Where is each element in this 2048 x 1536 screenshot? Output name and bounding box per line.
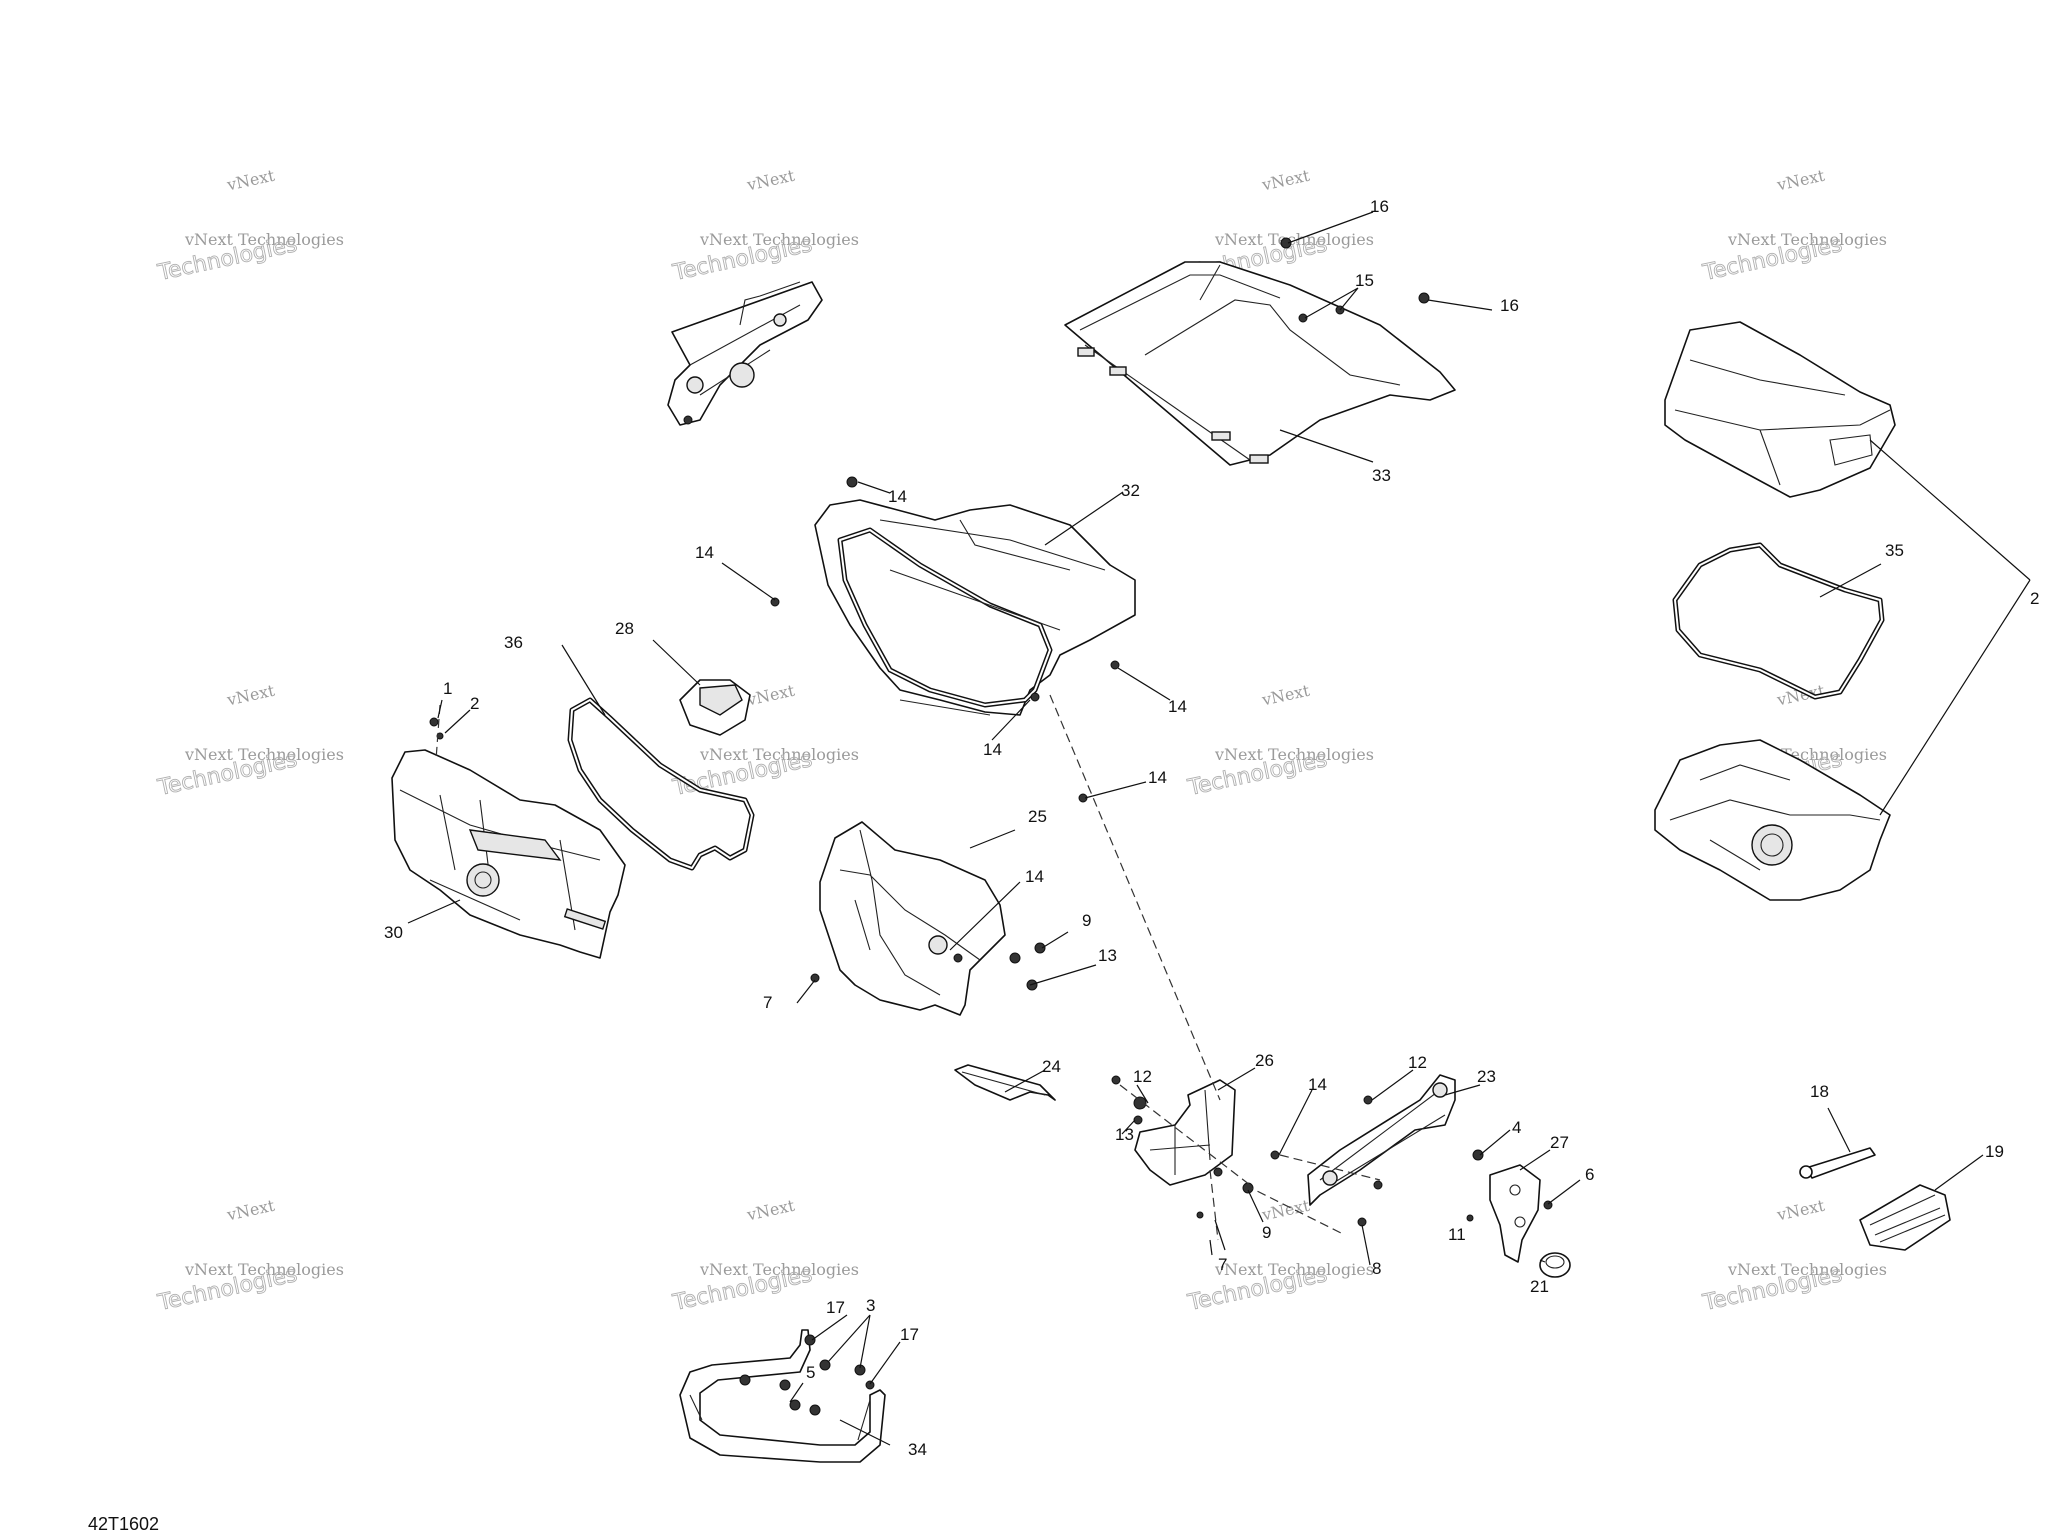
small-box-part-28 — [679, 679, 751, 736]
callout-17: 17 — [826, 1298, 845, 1317]
tray-part-33 — [1064, 261, 1456, 466]
callout-2: 2 — [2030, 589, 2039, 608]
crossbar-part-23 — [1307, 1074, 1456, 1206]
watermark-text: vNext Technologies — [1727, 230, 1887, 249]
watermark-vnext: vNext — [224, 1196, 276, 1225]
callout-4: 4 — [1512, 1118, 1521, 1137]
callout-3: 3 — [866, 1296, 875, 1315]
front-panel-part-30 — [391, 749, 626, 959]
watermark-text: vNext Technologies — [699, 230, 859, 249]
bumper-part-34 — [679, 1329, 886, 1463]
bracket-part-27 — [1489, 1164, 1541, 1263]
leader-line-group — [407, 211, 2031, 1446]
gasket-part-35 — [1672, 542, 1885, 700]
watermark-vnext: vNext — [744, 166, 796, 195]
callout-14: 14 — [1308, 1075, 1327, 1094]
callout-11: 11 — [1448, 1225, 1466, 1244]
callout-30: 30 — [384, 923, 403, 942]
watermark-vnext: vNext — [744, 1196, 796, 1225]
fastener-group — [429, 237, 1553, 1416]
callout-9: 9 — [1262, 1223, 1271, 1242]
watermark-text: vNext Technologies — [184, 230, 344, 249]
callout-14: 14 — [1148, 768, 1167, 787]
watermark-vnext: vNext — [1259, 166, 1311, 195]
callout-7: 7 — [1218, 1255, 1227, 1274]
callout-14: 14 — [1025, 867, 1044, 886]
watermark-group: vNext vNext Technologies Technologies vN… — [155, 166, 1887, 1317]
callout-35: 35 — [1885, 541, 1904, 560]
watermark-vnext: vNext — [224, 681, 276, 710]
watermark-vnext: vNext — [1259, 681, 1311, 710]
callout-8: 8 — [1372, 1259, 1381, 1278]
bracket-part-26 — [1134, 1079, 1236, 1186]
watermark-vnext: vNext — [744, 681, 796, 710]
tool-part-18 — [1799, 1147, 1876, 1179]
front-box-part-32 — [814, 499, 1136, 716]
top-lid-part — [1664, 321, 1896, 498]
callout-14: 14 — [983, 740, 1002, 759]
callout-33: 33 — [1372, 466, 1391, 485]
diagram-code: 42T1602 — [88, 1514, 159, 1534]
watermark-vnext: vNext — [224, 166, 276, 195]
watermark-vnext: vNext — [1259, 1196, 1311, 1225]
callout-23: 23 — [1477, 1067, 1496, 1086]
watermark-text: vNext Technologies — [1214, 1260, 1374, 1279]
callout-19: 19 — [1985, 1142, 2004, 1161]
callout-13: 13 — [1115, 1125, 1134, 1144]
callout-6: 6 — [1585, 1165, 1594, 1184]
watermark-text: vNext Technologies — [1214, 745, 1374, 764]
callout-24: 24 — [1042, 1057, 1061, 1076]
lower-storage-box-part — [1654, 739, 1891, 901]
watermark-vnext: vNext — [1774, 166, 1826, 195]
callout-14: 14 — [1168, 697, 1187, 716]
watermark-text: vNext Technologies — [184, 1260, 344, 1279]
toolkit-part-19 — [1859, 1184, 1951, 1251]
callout-21: 21 — [1530, 1277, 1549, 1296]
callout-13: 13 — [1098, 946, 1117, 965]
callout-18: 18 — [1810, 1082, 1829, 1101]
cap-part-21 — [1539, 1252, 1571, 1278]
callout-25: 25 — [1028, 807, 1047, 826]
callout-9: 9 — [1082, 911, 1091, 930]
upper-bracket-part — [667, 281, 823, 426]
callout-16: 16 — [1500, 296, 1519, 315]
callout-16: 16 — [1370, 197, 1389, 216]
watermark-text: vNext Technologies — [1214, 230, 1374, 249]
callout-5: 5 — [806, 1363, 815, 1382]
callout-17: 17 — [900, 1325, 919, 1344]
callout-7: 7 — [763, 993, 772, 1012]
centerline-group — [435, 694, 1381, 1241]
callout-34: 34 — [908, 1440, 927, 1459]
callout-group: 16 15 16 33 32 14 14 14 14 14 14 2 35 36… — [384, 197, 2039, 1459]
callout-28: 28 — [615, 619, 634, 638]
gasket-part-36 — [567, 697, 755, 871]
watermark-text: vNext Technologies — [699, 745, 859, 764]
watermark-text: vNext Technologies — [1727, 1260, 1887, 1279]
side-panel-part-25 — [819, 821, 1006, 1016]
callout-2: 2 — [470, 694, 479, 713]
watermark-text: vNext Technologies — [184, 745, 344, 764]
callout-1: 1 — [443, 679, 452, 698]
callout-12: 12 — [1408, 1053, 1427, 1072]
callout-36: 36 — [504, 633, 523, 652]
strap-part-24 — [954, 1064, 1056, 1101]
watermark-text: vNext Technologies — [699, 1260, 859, 1279]
callout-12: 12 — [1133, 1067, 1152, 1086]
callout-14: 14 — [695, 543, 714, 562]
watermark-vnext: vNext — [1774, 1196, 1826, 1225]
callout-27: 27 — [1550, 1133, 1569, 1152]
callout-15: 15 — [1355, 271, 1374, 290]
callout-26: 26 — [1255, 1051, 1274, 1070]
callout-32: 32 — [1121, 481, 1140, 500]
callout-14: 14 — [888, 487, 907, 506]
